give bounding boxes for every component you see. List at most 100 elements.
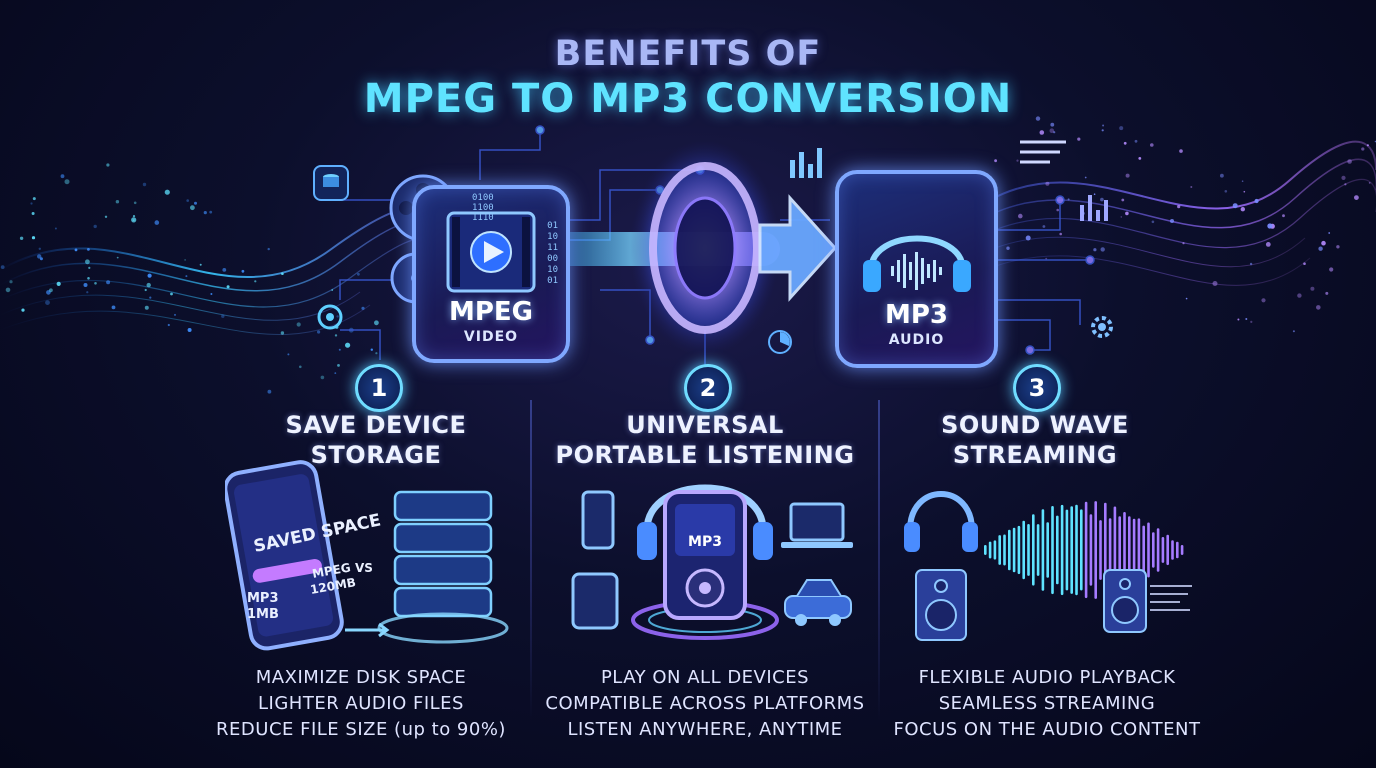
particle-dot bbox=[1151, 220, 1155, 224]
column-divider-right bbox=[878, 400, 880, 720]
waveform-bar bbox=[1027, 524, 1030, 576]
particle-dot bbox=[1125, 211, 1129, 216]
particle-dot bbox=[1025, 235, 1031, 241]
waveform-bar bbox=[1132, 518, 1136, 582]
particle-dot bbox=[74, 248, 78, 252]
player-label: MP3 bbox=[688, 534, 722, 550]
benefit-3-bullet: FOCUS ON THE AUDIO CONTENT bbox=[893, 719, 1201, 740]
particle-dot bbox=[85, 259, 90, 265]
particle-dot bbox=[1241, 180, 1244, 182]
particle-dot bbox=[331, 289, 334, 291]
waveform-bar bbox=[1176, 541, 1179, 559]
particle-dot bbox=[186, 199, 189, 202]
particle-dot bbox=[267, 247, 270, 251]
particle-dot bbox=[31, 212, 35, 215]
waveform-bar bbox=[998, 535, 1001, 565]
waveform-bar bbox=[1036, 524, 1040, 576]
benefit-2-number: 2 bbox=[684, 364, 732, 412]
particle-dot bbox=[1354, 195, 1359, 201]
particle-dot bbox=[241, 269, 245, 273]
particle-dot bbox=[30, 202, 33, 205]
particle-dot bbox=[83, 283, 88, 287]
server-stack-icon bbox=[393, 490, 493, 618]
devices-illustration: MP3 bbox=[571, 484, 853, 640]
waveform-bar bbox=[1070, 506, 1073, 594]
benefit-1-bullet: REDUCE FILE SIZE (up to 90%) bbox=[216, 719, 506, 740]
particle-dot bbox=[1190, 186, 1193, 188]
mpeg-size-label: MPEG bbox=[311, 560, 352, 581]
mp3-format-label: MP3 bbox=[884, 300, 949, 330]
particle-dot bbox=[375, 352, 378, 355]
waveform-bar bbox=[984, 545, 987, 555]
particle-dot bbox=[254, 280, 257, 283]
particle-dot bbox=[9, 280, 13, 284]
particle-dot bbox=[1018, 213, 1023, 219]
particle-dot bbox=[149, 296, 152, 299]
particle-dot bbox=[994, 159, 997, 163]
particle-dot bbox=[1265, 242, 1271, 247]
particle-dot bbox=[164, 189, 170, 195]
benefit-1-bullet: LIGHTER AUDIO FILES bbox=[258, 693, 464, 714]
particle-dot bbox=[1119, 126, 1124, 131]
particle-dot bbox=[199, 263, 202, 266]
particle-dot bbox=[203, 211, 207, 215]
particle-dot bbox=[1366, 144, 1369, 147]
particle-dot bbox=[64, 179, 70, 185]
left-wave bbox=[0, 208, 428, 336]
particle-dot bbox=[132, 215, 136, 218]
particle-dot bbox=[374, 320, 379, 326]
particle-dot bbox=[1049, 128, 1055, 133]
waveform-bar bbox=[1118, 516, 1121, 584]
benefit-2-bullet: COMPATIBLE ACROSS PLATFORMS bbox=[545, 693, 865, 714]
particle-dot bbox=[1303, 262, 1306, 266]
particle-dot bbox=[1240, 207, 1246, 212]
particle-dot bbox=[222, 268, 227, 272]
benefit-3-bullets: FLEXIBLE AUDIO PLAYBACK SEAMLESS STREAMI… bbox=[882, 665, 1212, 743]
waveform-bar bbox=[1046, 522, 1049, 578]
particle-dot bbox=[336, 315, 339, 318]
particle-dot bbox=[1267, 223, 1273, 229]
particle-dot bbox=[370, 348, 373, 351]
particle-dot bbox=[32, 197, 36, 201]
waveform-bar bbox=[988, 541, 992, 559]
title-line-1: BENEFITS OF bbox=[554, 34, 822, 74]
particle-dot bbox=[317, 330, 321, 334]
particle-dot bbox=[111, 305, 116, 310]
particle-dot bbox=[1182, 242, 1185, 245]
particle-dot bbox=[1042, 225, 1046, 228]
waveform-bar bbox=[1128, 516, 1131, 584]
particle-dot bbox=[1224, 190, 1228, 193]
particle-dot bbox=[1056, 208, 1059, 212]
particle-dot bbox=[116, 256, 119, 259]
waveform-bar bbox=[1180, 545, 1184, 555]
particle-dot bbox=[133, 201, 137, 205]
particle-dot bbox=[184, 259, 186, 261]
particle-dot bbox=[1045, 257, 1048, 260]
benefit-3-bullet: SEAMLESS STREAMING bbox=[938, 693, 1156, 714]
radiation-icon bbox=[768, 330, 792, 354]
waveform-bar bbox=[1152, 532, 1155, 568]
particle-dot bbox=[21, 308, 25, 312]
waveform-bar bbox=[1108, 518, 1112, 582]
waveform-bar bbox=[1123, 512, 1126, 588]
tablet-icon bbox=[571, 572, 619, 630]
particle-dot bbox=[357, 272, 360, 276]
particle-dot bbox=[1329, 267, 1334, 272]
particle-dot bbox=[1310, 286, 1315, 291]
particle-dot bbox=[1220, 173, 1224, 178]
particle-dot bbox=[19, 236, 24, 240]
mp3-size-label: MP3 bbox=[247, 591, 279, 606]
particle-dot bbox=[144, 305, 149, 310]
film-strip-icon bbox=[446, 211, 536, 293]
mp3-player-icon bbox=[663, 490, 747, 620]
database-icon bbox=[313, 165, 349, 201]
waveform-bar bbox=[993, 540, 997, 560]
benefit-3-bullet: FLEXIBLE AUDIO PLAYBACK bbox=[918, 667, 1176, 688]
laptop-icon bbox=[781, 502, 853, 548]
particle-dot bbox=[1170, 219, 1174, 223]
particle-dot bbox=[185, 275, 188, 278]
benefit-1-bullet: MAXIMIZE DISK SPACE bbox=[255, 667, 467, 688]
